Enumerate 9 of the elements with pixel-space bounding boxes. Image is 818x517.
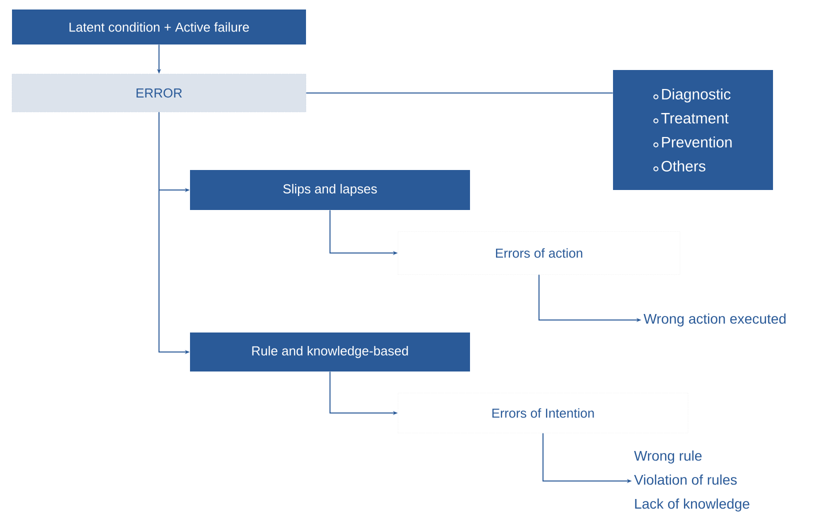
heading-box: Latent condition + Active failure	[12, 10, 306, 44]
list-box: Diagnostic Treatment Prevention Others	[613, 70, 773, 190]
category-box: Rule and knowledge-based	[190, 332, 470, 372]
text-box: Errors of Intention	[398, 392, 688, 434]
result-text: Wrong action executed	[644, 313, 786, 327]
text-box: Errors of action	[398, 231, 680, 275]
category-box: Slips and lapses	[190, 170, 470, 210]
result-text: Wrong rule Violation of rules Lack of knowledge	[634, 450, 750, 512]
error-box: ERROR	[12, 74, 306, 112]
